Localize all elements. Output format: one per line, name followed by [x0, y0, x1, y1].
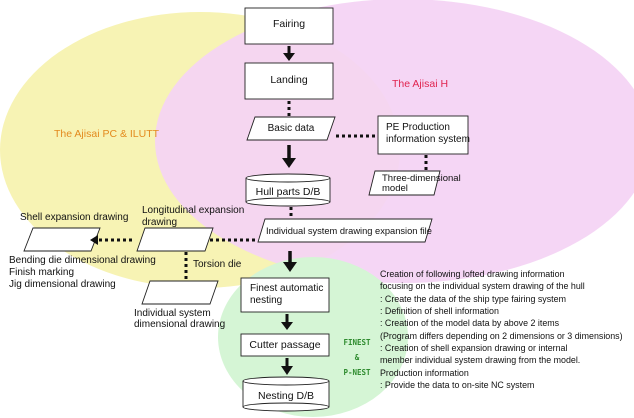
- individual-expansion-file-shape: [257, 218, 433, 243]
- individual-system-drawing-shape: [141, 280, 219, 305]
- dashed-connectors: [184, 101, 428, 279]
- shell-expansion-shape: [23, 227, 101, 252]
- nesting-db-cylinder: [242, 376, 330, 412]
- hull-parts-label: Hull parts D/B: [255, 186, 321, 198]
- info-line: focusing on the individual system drawin…: [380, 281, 585, 292]
- cutter-passage-label: Cutter passage: [249, 339, 321, 351]
- fairing-box: [244, 7, 334, 45]
- pe-production-box: [377, 115, 469, 155]
- longitudinal-expansion-label: Longitudinal expansion drawing: [142, 205, 245, 228]
- basic-data-shape: [246, 116, 336, 141]
- cutter-passage-box: [240, 333, 330, 357]
- landing-label: Landing: [270, 74, 308, 86]
- finest-nesting-label: Finest automatic nesting: [250, 283, 324, 306]
- three-dimensional-model-shape: [368, 170, 441, 196]
- longitudinal-expansion-shape: [136, 227, 214, 252]
- individual-system-drawing-label: Individual system dimensional drawing: [134, 308, 226, 330]
- info-line: : Creation of shell expansion drawing or…: [380, 343, 568, 354]
- bending-die-label: Bending die dimensional drawing Finish m…: [9, 255, 156, 290]
- landing-box: [244, 62, 334, 100]
- individual-expansion-file-label: Individual system drawing expansion file: [266, 226, 432, 236]
- nesting-db-label: Nesting D/B: [257, 390, 315, 402]
- info-line: : Provide the data to on-site NC system: [380, 380, 535, 391]
- shell-expansion-label: Shell expansion drawing: [20, 212, 129, 223]
- lofting-info-text: Creation of following lofted drawing inf…: [380, 268, 623, 391]
- arrow-basic-to-hull: [282, 145, 296, 168]
- region-label-ajisai-h: The Ajisai H: [392, 78, 449, 90]
- region-label-pc-ilutt: The Ajisai PC & ILUTT: [54, 128, 160, 140]
- info-line: : Definition of shell information: [380, 306, 499, 317]
- arrow-fairing-to-landing: [283, 46, 295, 61]
- arrow-finest-to-cutter: [281, 314, 293, 330]
- info-line: member individual system drawing from th…: [380, 355, 581, 366]
- info-line: Creation of following lofted drawing inf…: [380, 269, 565, 279]
- basic-data-label: Basic data: [267, 123, 315, 134]
- fairing-label: Fairing: [272, 18, 306, 30]
- info-line: Production information: [380, 367, 469, 378]
- pe-production-label: PE Production information system: [386, 122, 470, 145]
- finest-pnest-label: FINEST & P-NEST: [343, 338, 371, 377]
- hull-parts-db-cylinder: [245, 173, 331, 207]
- arrow-longitudinal-to-shell: [90, 235, 132, 245]
- three-dimensional-model-label: Three-dimensional model: [382, 173, 461, 194]
- torsion-die-label: Torsion die: [193, 259, 242, 270]
- info-line: (Program differs depending on 2 dimensio…: [380, 330, 623, 341]
- arrow-file-to-finest: [283, 251, 297, 272]
- info-line: : Creation of the model data by above 2 …: [380, 318, 560, 329]
- arrow-cutter-to-nesting: [281, 358, 293, 375]
- finest-nesting-box: [240, 277, 330, 313]
- info-line: : Create the data of the ship type fairi…: [380, 293, 566, 304]
